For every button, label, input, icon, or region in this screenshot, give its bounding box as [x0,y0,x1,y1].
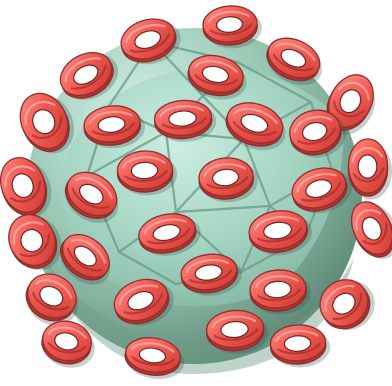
ring-hole [358,155,377,178]
red-ring-icon [270,323,332,369]
ring-hole [131,162,158,179]
